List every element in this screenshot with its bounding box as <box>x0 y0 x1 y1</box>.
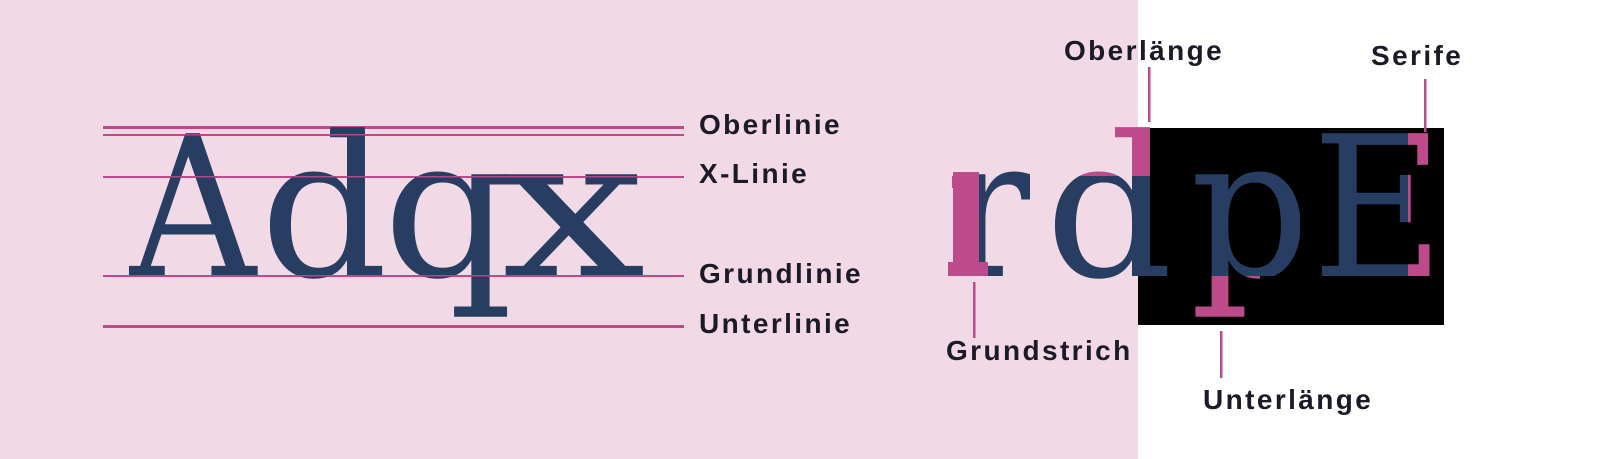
right-sample-glyphs: r d d p p E E <box>948 95 1444 323</box>
glyph-d-right: d <box>1045 95 1173 323</box>
glyph-q: q <box>383 95 513 323</box>
label-grundstrich: Grundstrich <box>946 335 1133 366</box>
glyph-d-ascender: d <box>1045 95 1173 323</box>
stem-pointer <box>973 282 976 338</box>
glyph-x: x <box>500 95 646 323</box>
glyph-p-descender: p <box>1190 95 1310 323</box>
left-sample-glyphs: A d q x <box>128 95 646 323</box>
descender-line <box>103 325 684 328</box>
glyph-E: E <box>1312 95 1444 323</box>
glyph-d: d <box>260 95 388 323</box>
label-grundlinie: Grundlinie <box>699 258 863 289</box>
stem-serif-highlight <box>948 262 988 276</box>
label-oberlinie: Oberlinie <box>699 109 842 140</box>
stem-top-serif-highlight <box>952 176 962 188</box>
guide-lines-overlay <box>103 134 684 277</box>
pointer-lines <box>973 67 1427 378</box>
label-unterlinie: Unterlinie <box>699 308 853 339</box>
highlight-box <box>1138 128 1444 325</box>
label-unterlaenge: Unterlänge <box>1203 384 1374 415</box>
descender-pointer <box>1220 331 1223 378</box>
stem-highlight <box>953 172 979 276</box>
label-serife: Serife <box>1371 40 1464 71</box>
ascender-pointer <box>1148 67 1151 122</box>
label-oberlaenge: Oberlänge <box>1064 35 1225 66</box>
serif-pointer <box>1424 79 1427 132</box>
glyph-p: p <box>1190 95 1310 323</box>
glyph-A: A <box>128 95 258 323</box>
label-x-linie: X-Linie <box>699 158 810 189</box>
glyph-E-serifs: E <box>1312 95 1444 323</box>
ascender-line-thick <box>103 126 684 129</box>
pink-background-panel <box>0 0 1138 459</box>
